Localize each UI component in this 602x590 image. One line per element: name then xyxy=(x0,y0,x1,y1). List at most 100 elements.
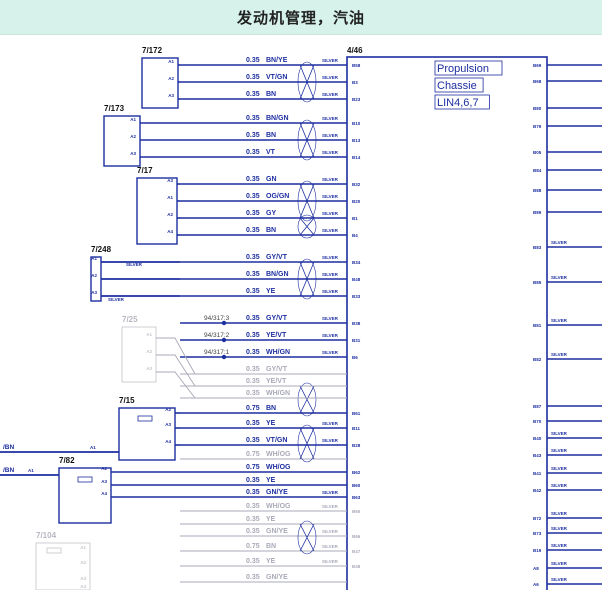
ecu-pin: B73 xyxy=(533,531,542,536)
connector-pin: A4 xyxy=(80,584,86,589)
page-header: 发动机管理，汽油 xyxy=(0,0,602,35)
wire-shield: SILVER xyxy=(551,483,568,488)
connector-pin: A1 xyxy=(130,117,136,122)
wire-shield: SILVER xyxy=(322,490,339,495)
ecu-pin: B88 xyxy=(533,188,542,193)
ecu-pin: B3 xyxy=(352,80,358,85)
ecu-pin: B41 xyxy=(533,471,542,476)
wire-shield: SILVER xyxy=(322,133,339,138)
left-wire-color: /BN xyxy=(3,467,15,474)
wire-shield: SILVER xyxy=(322,177,339,182)
wire-size: 0.35 xyxy=(246,149,260,156)
connector-pin: A2 xyxy=(167,212,173,217)
wire-shield: SILVER xyxy=(551,318,568,323)
connector-ref: 7/248 xyxy=(91,245,112,254)
wire-size: 0.35 xyxy=(246,420,260,427)
ecu-pin: B43 xyxy=(533,453,542,458)
wire-size: 0.35 xyxy=(246,315,260,322)
wire-size: 0.75 xyxy=(246,405,260,412)
wire-color: GN/YE xyxy=(266,489,288,496)
ecu-pin: B05 xyxy=(533,150,542,155)
wire-size: 0.35 xyxy=(246,74,260,81)
sensor-symbol xyxy=(137,415,153,422)
wire-shield: SILVER xyxy=(322,504,339,509)
wire-color: WH/OG xyxy=(266,503,291,510)
wire-size: 0.35 xyxy=(246,57,260,64)
ecu-pin: B48 xyxy=(352,564,361,569)
wire-shield: SILVER xyxy=(126,262,143,267)
wire-shield: SILVER xyxy=(322,544,339,549)
ecu-pin: B4 xyxy=(352,233,358,238)
wire-color: GN/YE xyxy=(266,574,288,581)
wire-shield: SILVER xyxy=(322,150,339,155)
ecu-pin: B65 xyxy=(352,509,361,514)
ecu-pin: B89 xyxy=(533,210,542,215)
ecu-pin: B66 xyxy=(352,534,361,539)
ecu-pin: B70 xyxy=(533,419,542,424)
ecu-pin: B60 xyxy=(352,483,361,488)
ecu-pin: B69 xyxy=(533,63,542,68)
wire-size: 0.35 xyxy=(246,227,260,234)
page-title: 发动机管理，汽油 xyxy=(236,9,365,27)
twist-marker xyxy=(299,385,315,414)
wire-color: YE xyxy=(266,558,276,565)
wire-size: 0.35 xyxy=(246,528,260,535)
ecu-box xyxy=(346,56,548,590)
twist-marker xyxy=(299,261,315,297)
wire-size: 0.35 xyxy=(246,210,260,217)
twist-marker xyxy=(299,217,315,236)
connector-box xyxy=(136,177,178,245)
ecu-pin: B48 xyxy=(352,277,361,282)
wire-color: GY/VT xyxy=(266,254,288,261)
ecu-pin: B14 xyxy=(352,155,361,160)
splice-label: 94/317:1 xyxy=(204,349,230,356)
ecu-pin: B11 xyxy=(352,426,361,431)
connector-pin: A2 xyxy=(80,560,86,565)
wire-color: BN xyxy=(266,543,276,550)
wire-shield: SILVER xyxy=(322,92,339,97)
wire-size: 0.35 xyxy=(246,332,260,339)
ecu-pin: B32 xyxy=(352,182,361,187)
wire-shield: SILVER xyxy=(551,352,568,357)
wire-shield: SILVER xyxy=(551,448,568,453)
connector-box xyxy=(35,542,91,590)
twist-marker xyxy=(299,183,315,219)
wire-shield: SILVER xyxy=(551,561,568,566)
ecu-pin: B42 xyxy=(533,488,542,493)
wire-size: 0.35 xyxy=(246,558,260,565)
wire-shield: SILVER xyxy=(322,559,339,564)
wire-shield: SILVER xyxy=(322,350,339,355)
wire-color: BN xyxy=(266,91,276,98)
connector-box xyxy=(58,467,112,524)
wire-shield: SILVER xyxy=(322,289,339,294)
ecu-pin: B28 xyxy=(352,443,361,448)
twist-marker xyxy=(297,382,317,417)
connector-box xyxy=(118,407,176,461)
connector-pin: A1 xyxy=(146,332,152,337)
wire-color: WH/GN xyxy=(266,349,290,356)
ecu-pin: B38 xyxy=(352,321,361,326)
wire-shield: SILVER xyxy=(322,438,339,443)
wire-color: BN/GN xyxy=(266,115,289,122)
connector-ref: 7/173 xyxy=(104,104,125,113)
connector-pin: A3 xyxy=(146,366,152,371)
ecu-pin: B40 xyxy=(533,436,542,441)
wire-size: 0.75 xyxy=(246,543,260,550)
wire-size: 0.35 xyxy=(246,437,260,444)
ecu-pin: B34 xyxy=(352,260,361,265)
wire-shield: SILVER xyxy=(322,421,339,426)
wire-shield: SILVER xyxy=(322,333,339,338)
ecu-pin: A8 xyxy=(533,566,539,571)
wire-color: BN/YE xyxy=(266,57,288,64)
connector-pin: A4 xyxy=(101,491,107,496)
connector-pin: A2 xyxy=(168,76,174,81)
connector-pin: A1 xyxy=(91,256,97,261)
ecu-pin: B61 xyxy=(352,411,361,416)
wire-shield: SILVER xyxy=(108,297,125,302)
twist-marker xyxy=(297,180,317,222)
wire-size: 0.35 xyxy=(246,378,260,385)
sensor-symbol xyxy=(77,476,93,483)
faded-wire xyxy=(156,337,347,375)
connector-ref: 7/15 xyxy=(119,396,135,405)
wire-shield: SILVER xyxy=(551,431,568,436)
